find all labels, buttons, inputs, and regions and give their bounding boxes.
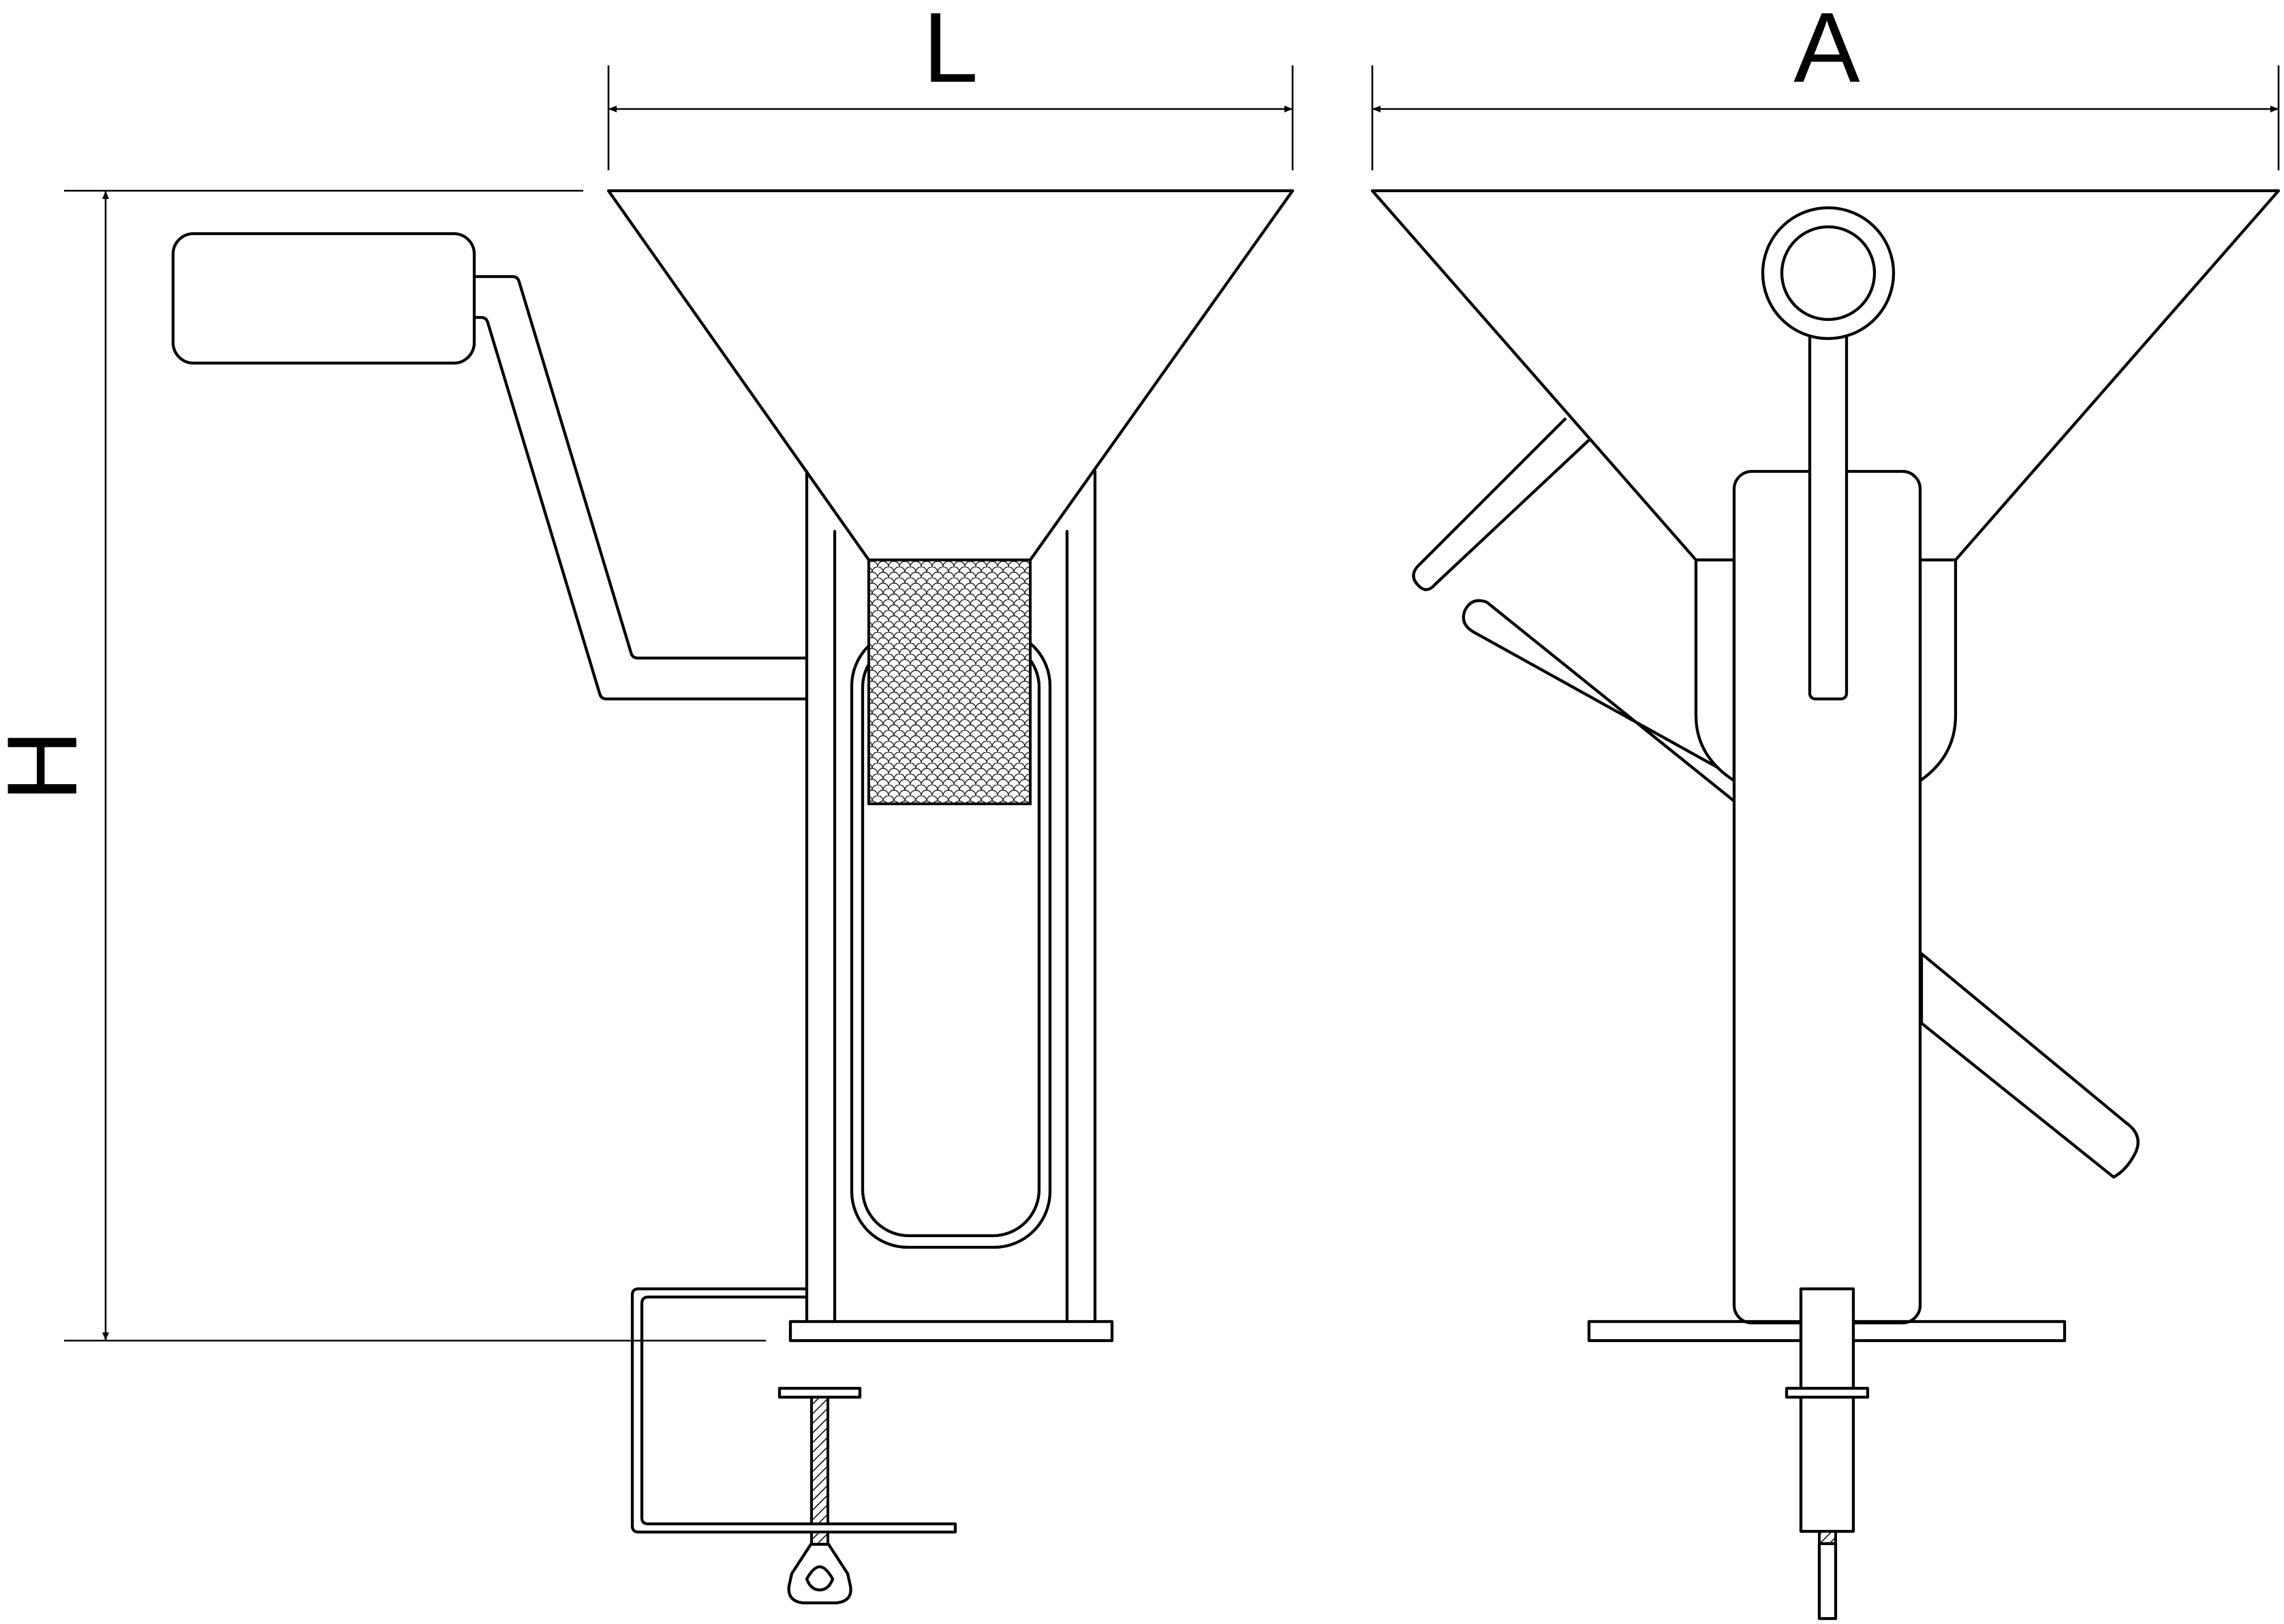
dimension-label-width: A — [1793, 0, 1860, 103]
clamp-screw-front — [1818, 1530, 1837, 1545]
dimension-label-height: H — [0, 730, 97, 801]
front-view — [1370, 189, 2281, 1621]
neck-collar — [1694, 558, 1736, 783]
clamp-post — [1799, 1287, 1855, 1533]
base-plate — [788, 1320, 1114, 1343]
dimension-height: H — [0, 189, 766, 1342]
handle-grip — [171, 232, 476, 365]
dimension-width: A — [1371, 0, 2280, 170]
dimension-label-length: L — [923, 0, 978, 103]
handle-stem — [1808, 330, 1849, 701]
crank-arm-lower-right — [1919, 952, 2140, 1179]
side-view — [171, 189, 1295, 1605]
crank-arm-lower — [1462, 599, 1740, 806]
table-clamp — [630, 1287, 957, 1534]
wing-nut-icon — [787, 1542, 852, 1605]
dimension-length: L — [607, 0, 1294, 170]
hopper — [606, 189, 1295, 562]
grinding-burr — [867, 559, 1032, 805]
crank-arm — [472, 275, 809, 660]
crank-arm-upper — [1412, 417, 1590, 591]
clamp-screw — [810, 1396, 829, 1525]
clamp-pin — [1785, 1386, 1870, 1399]
